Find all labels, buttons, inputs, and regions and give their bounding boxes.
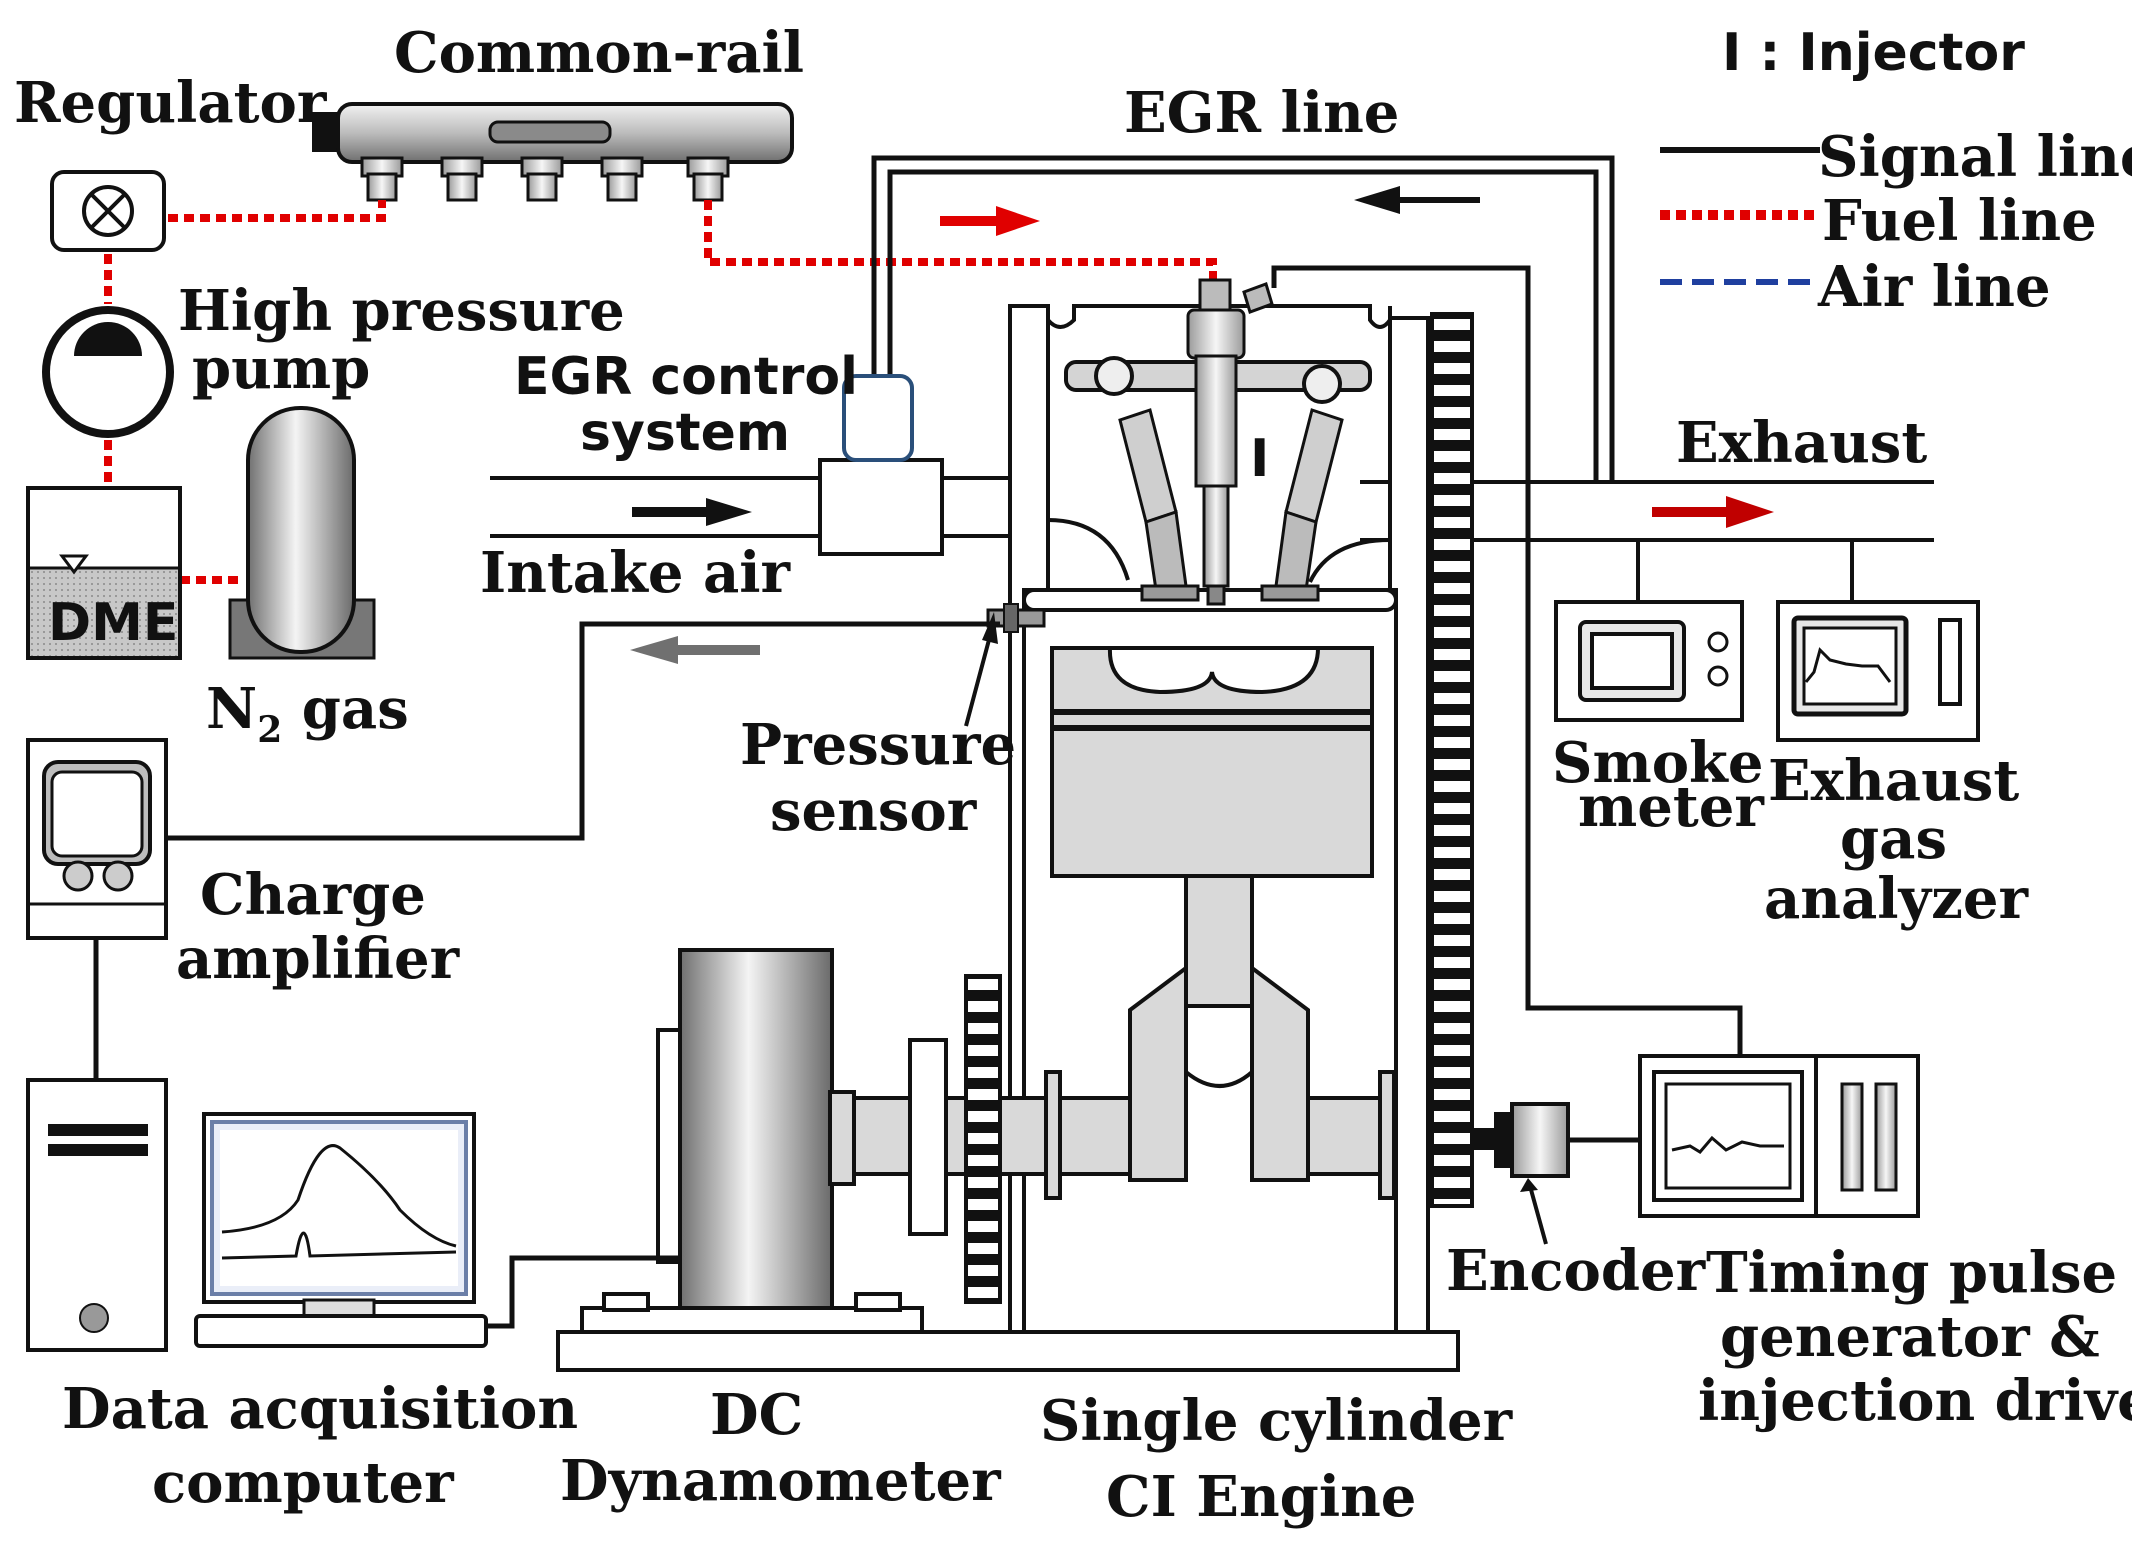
engine: I Pressure sensor Single cylinder CI Eng… bbox=[556, 278, 1514, 1530]
exhaust-gas-analyzer: Exhaust gas analyzer bbox=[1764, 600, 2030, 932]
pressure-sensor-label-2: sensor bbox=[770, 778, 978, 844]
data-acquisition-label-1: Data acquisition bbox=[62, 1376, 578, 1442]
regulator-label: Regulator bbox=[14, 70, 328, 136]
encoder: Encoder bbox=[1446, 1102, 1707, 1304]
smoke-meter-label-1: Smoke bbox=[1552, 730, 1763, 796]
egr-control-valve bbox=[842, 374, 914, 462]
exhaust-gas-analyzer-label-3: analyzer bbox=[1764, 866, 2030, 932]
data-acquisition-computer: Data acquisition computer bbox=[26, 1078, 578, 1516]
timing-belt bbox=[1430, 312, 1474, 1208]
high-pressure-pump: High pressure pump bbox=[42, 278, 625, 438]
timing-label-3: injection driver bbox=[1698, 1368, 2132, 1434]
keyboard bbox=[194, 1314, 488, 1348]
smoke-meter: Smoke meter bbox=[1552, 600, 1765, 840]
dme-label: DME bbox=[48, 593, 178, 653]
egr-fuel-arrow bbox=[940, 206, 1040, 236]
n2-gas-cylinder: N2 gas bbox=[206, 406, 409, 751]
engine-label-2: CI Engine bbox=[1106, 1464, 1416, 1530]
legend-injector: I : Injector bbox=[1722, 23, 2025, 83]
injector bbox=[1186, 278, 1274, 606]
legend-signal-line: Signal line bbox=[1818, 124, 2132, 190]
charge-amplifier-label-2: amplifier bbox=[176, 926, 461, 992]
common-rail: Common-rail bbox=[312, 20, 804, 202]
exhaust-pipe: Exhaust bbox=[1360, 410, 1934, 602]
legend-fuel-line: Fuel line bbox=[1822, 188, 2097, 254]
timing-pulse-generator: Timing pulse generator & injection drive… bbox=[1638, 1054, 2132, 1434]
intake-pipe: EGR control system Intake air bbox=[480, 347, 1010, 606]
egr-mixing-box bbox=[818, 458, 944, 556]
dc-dynamometer-label-1: DC bbox=[710, 1382, 803, 1448]
connecting-rod bbox=[1184, 874, 1254, 1008]
intake-air-arrow bbox=[632, 498, 752, 526]
data-acquisition-label-2: computer bbox=[152, 1450, 455, 1516]
exhaust-arrow bbox=[1652, 496, 1774, 528]
injector-mark: I bbox=[1250, 429, 1269, 489]
flywheel-gear bbox=[964, 974, 1002, 1304]
crankshaft bbox=[852, 1096, 1048, 1176]
regulator: Regulator bbox=[14, 70, 328, 252]
high-pressure-pump-label-2: pump bbox=[192, 336, 370, 402]
egr-control-label-1: EGR control bbox=[514, 347, 858, 407]
exhaust-valve bbox=[1260, 408, 1344, 602]
rail-ports bbox=[360, 156, 730, 202]
common-rail-label: Common-rail bbox=[394, 20, 804, 86]
exhaust-gas-analyzer-label-2: gas bbox=[1840, 806, 1947, 872]
dynamometer-drum bbox=[678, 948, 834, 1310]
high-pressure-pump-label-1: High pressure bbox=[178, 278, 625, 344]
piston bbox=[1050, 646, 1374, 878]
intake-valve bbox=[1118, 408, 1200, 602]
charge-amplifier-label-1: Charge bbox=[200, 862, 426, 928]
legend-air-line: Air line bbox=[1817, 254, 2051, 320]
signal-return-arrow bbox=[630, 636, 760, 664]
fuel-lines bbox=[104, 200, 1217, 584]
egr-flow-arrow bbox=[1354, 186, 1480, 214]
engine-base-plate bbox=[556, 1330, 1460, 1372]
charge-amplifier: Charge amplifier bbox=[26, 738, 461, 992]
egr-control-label-2: system bbox=[580, 403, 790, 463]
egr-line-label: EGR line bbox=[1124, 80, 1399, 146]
engine-label-1: Single cylinder bbox=[1040, 1388, 1514, 1454]
legend: I : Injector Signal line Fuel line Air l… bbox=[1660, 23, 2132, 320]
dc-dynamometer: DC Dynamometer bbox=[560, 948, 1002, 1514]
signal-lines bbox=[93, 265, 1743, 1329]
egr-line: EGR line bbox=[871, 80, 1615, 482]
exhaust-gas-analyzer-label-1: Exhaust bbox=[1768, 748, 2019, 814]
exhaust-label: Exhaust bbox=[1676, 410, 1927, 476]
encoder-label: Encoder bbox=[1446, 1238, 1707, 1304]
intake-air-label: Intake air bbox=[480, 540, 792, 606]
dme-tank: DME bbox=[26, 486, 182, 660]
timing-label-1: Timing pulse bbox=[1706, 1240, 2117, 1306]
dc-dynamometer-label-2: Dynamometer bbox=[560, 1448, 1002, 1514]
pressure-sensor-label-1: Pressure bbox=[740, 712, 1016, 778]
n2-gas-label: N2 gas bbox=[206, 676, 409, 751]
smoke-meter-label-2: meter bbox=[1578, 774, 1765, 840]
pressure-sensor: Pressure sensor bbox=[740, 603, 1046, 844]
timing-label-2: generator & bbox=[1720, 1304, 2100, 1370]
